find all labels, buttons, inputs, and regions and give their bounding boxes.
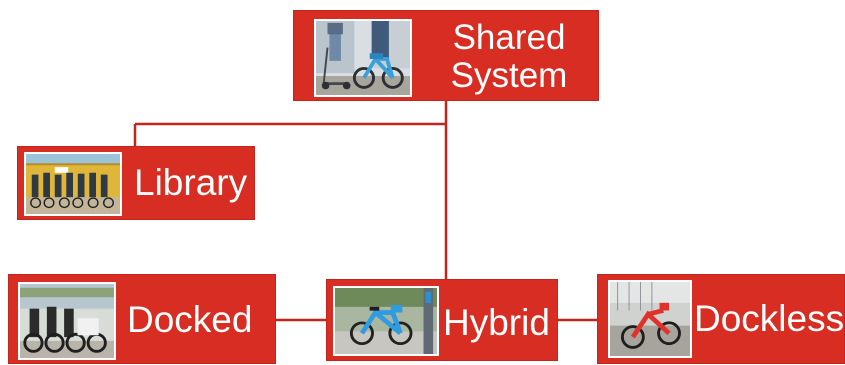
node-hybrid: Hybrid <box>326 279 558 361</box>
node-dockless-label: Dockless <box>694 298 845 339</box>
docked-bikes-photo <box>18 282 116 360</box>
red-dockless-bike-photo <box>608 280 692 358</box>
group-with-bikes-photo <box>24 152 122 216</box>
node-hybrid-label: Hybrid <box>443 302 550 343</box>
node-library: Library <box>17 146 255 220</box>
scooter-and-bike-photo <box>314 19 412 97</box>
node-library-label: Library <box>134 162 248 203</box>
blue-bike-at-dock-photo <box>333 286 439 356</box>
node-docked: Docked <box>8 274 276 364</box>
node-dockless: Dockless <box>597 274 845 364</box>
node-docked-label: Docked <box>127 299 253 340</box>
